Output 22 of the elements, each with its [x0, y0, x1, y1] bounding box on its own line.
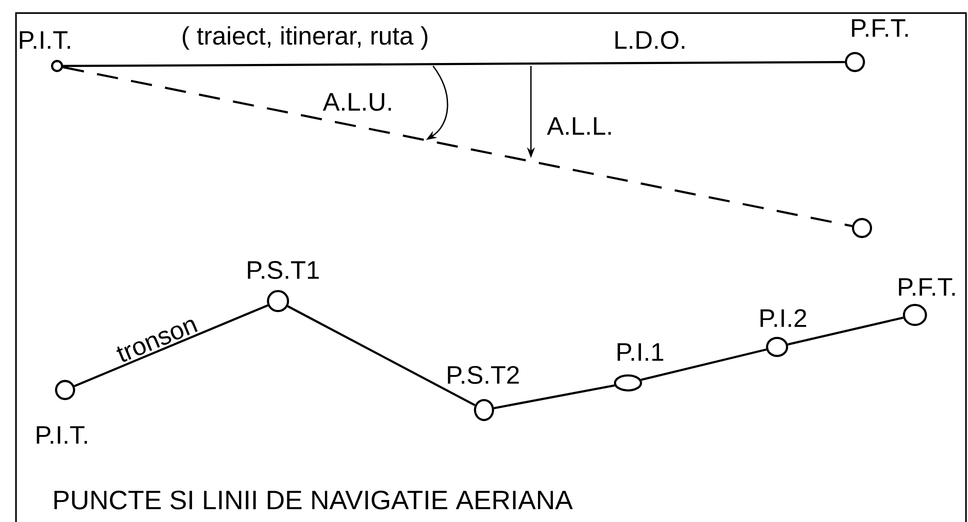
point-label: P.F.T.	[852, 19, 908, 37]
point-label: P.I.T.	[20, 31, 70, 49]
point-label: P.S.T2	[448, 366, 519, 384]
route-line	[287, 305, 476, 406]
route-line	[62, 66, 852, 228]
annotation-label: A.L.L.	[546, 116, 614, 136]
point-label: P.S.T1	[248, 261, 319, 279]
route-line	[494, 384, 615, 410]
annotation-label: L.D.O.	[612, 30, 688, 50]
edge-label: tronson	[116, 320, 198, 362]
route-line	[74, 304, 268, 388]
point-label: P.I.1	[618, 343, 664, 361]
route-line	[63, 60, 845, 68]
point-label: P.I.T.	[36, 426, 87, 444]
route-line	[640, 348, 767, 381]
annotation-label: A.L.U.	[321, 92, 395, 112]
annotation-label: ( traiect, itinerar, ruta )	[180, 24, 430, 52]
point-label: P.F.T.	[898, 278, 955, 296]
caption: PUNCTE SI LINII DE NAVIGATIE AERIANA	[54, 490, 573, 510]
route-line	[788, 316, 904, 346]
waypoint-circle	[852, 218, 872, 238]
point-label: P.I.2	[760, 309, 806, 327]
